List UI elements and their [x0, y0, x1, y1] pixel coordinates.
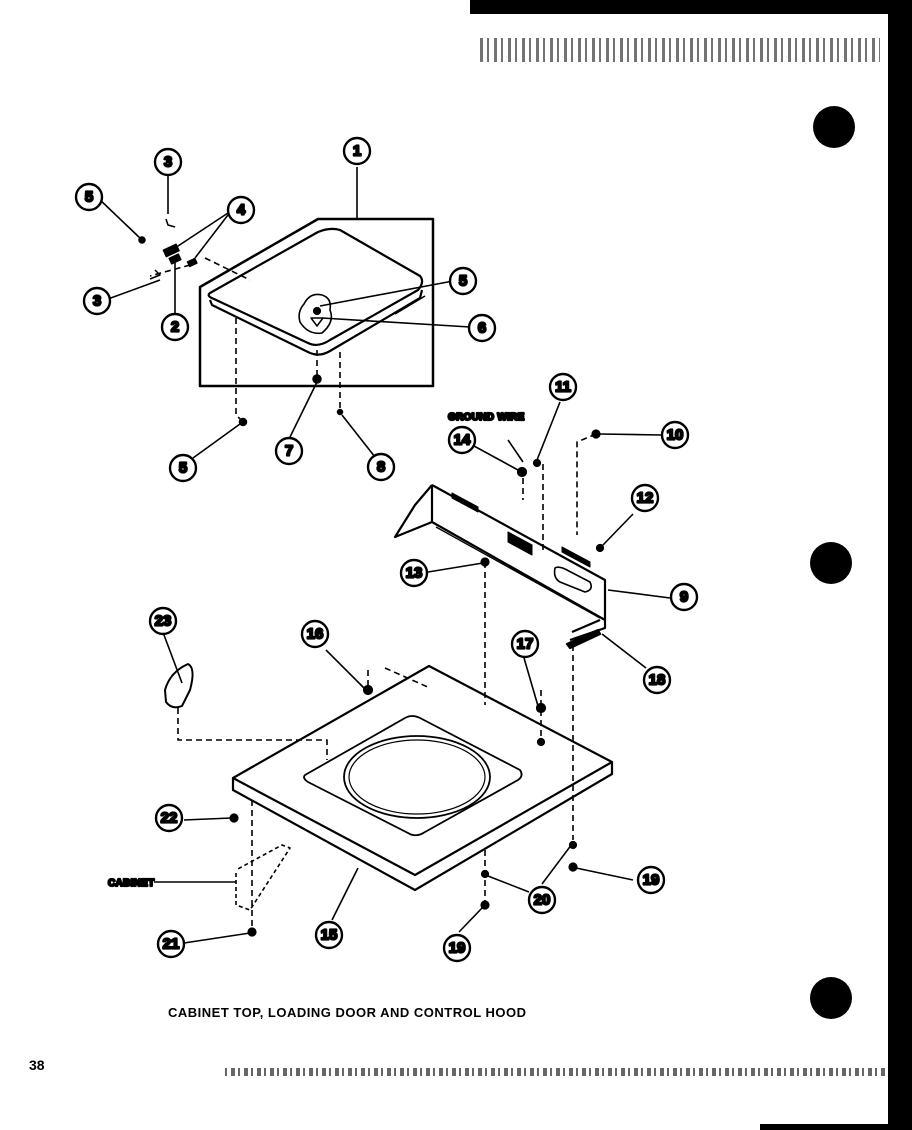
callout-5c: 5	[179, 460, 187, 477]
cabinet-hardware	[229, 684, 578, 937]
scan-edge-top	[470, 0, 912, 14]
callout-7: 7	[285, 443, 293, 460]
scan-noise-bottom	[225, 1068, 885, 1076]
cabinet-label: CABINET	[108, 878, 155, 889]
loading-door	[198, 217, 435, 388]
callout-18: 18	[649, 672, 666, 689]
callout-17: 17	[517, 636, 534, 653]
page-number: 38	[29, 1057, 45, 1073]
callout-10: 10	[667, 427, 684, 444]
scan-noise-top	[480, 38, 880, 62]
callout-13: 13	[406, 565, 423, 582]
callout-8: 8	[377, 459, 385, 476]
callout-16: 16	[307, 626, 324, 643]
callout-19b: 19	[643, 872, 660, 889]
control-hood	[393, 484, 607, 642]
callout-3b: 3	[93, 293, 101, 310]
scan-edge-bottom	[760, 1124, 912, 1130]
callout-14: 14	[454, 432, 471, 449]
scan-edge-right	[888, 0, 912, 1130]
callout-20: 20	[534, 892, 551, 909]
callout-19a: 19	[449, 940, 466, 957]
leader-lines	[96, 167, 671, 944]
callout-15: 15	[321, 927, 338, 944]
callout-9: 9	[680, 589, 688, 606]
cabinet-top	[231, 664, 614, 892]
callout-6: 6	[478, 320, 486, 337]
diagram-caption: CABINET TOP, LOADING DOOR AND CONTROL HO…	[168, 1005, 527, 1020]
door-latch	[164, 663, 194, 709]
hinge-parts	[138, 218, 344, 427]
callout-22: 22	[161, 810, 178, 827]
callout-4: 4	[237, 202, 246, 219]
callout-21: 21	[163, 936, 180, 953]
callout-2: 2	[171, 319, 179, 336]
cabinet-dash-lines	[177, 670, 542, 930]
callout-numbers: 1 2 3 3 4 5 5 5 6 7 8 9 10 11 12 13 14 1…	[84, 141, 690, 957]
callout-11: 11	[555, 379, 571, 396]
callout-5a: 5	[85, 189, 93, 206]
callout-12: 12	[637, 490, 654, 507]
cabinet-bracket	[235, 844, 291, 911]
punch-hole-bottom	[810, 977, 852, 1019]
callout-1: 1	[353, 143, 361, 160]
punch-hole-top	[813, 106, 855, 148]
punch-hole-middle	[810, 542, 852, 584]
callout-5b: 5	[459, 273, 467, 290]
callout-circles	[74, 136, 699, 963]
callout-23: 23	[155, 613, 172, 630]
ground-wire-label: GROUND WIRE	[448, 412, 525, 423]
hood-hardware	[480, 429, 605, 650]
callout-3a: 3	[164, 154, 172, 171]
